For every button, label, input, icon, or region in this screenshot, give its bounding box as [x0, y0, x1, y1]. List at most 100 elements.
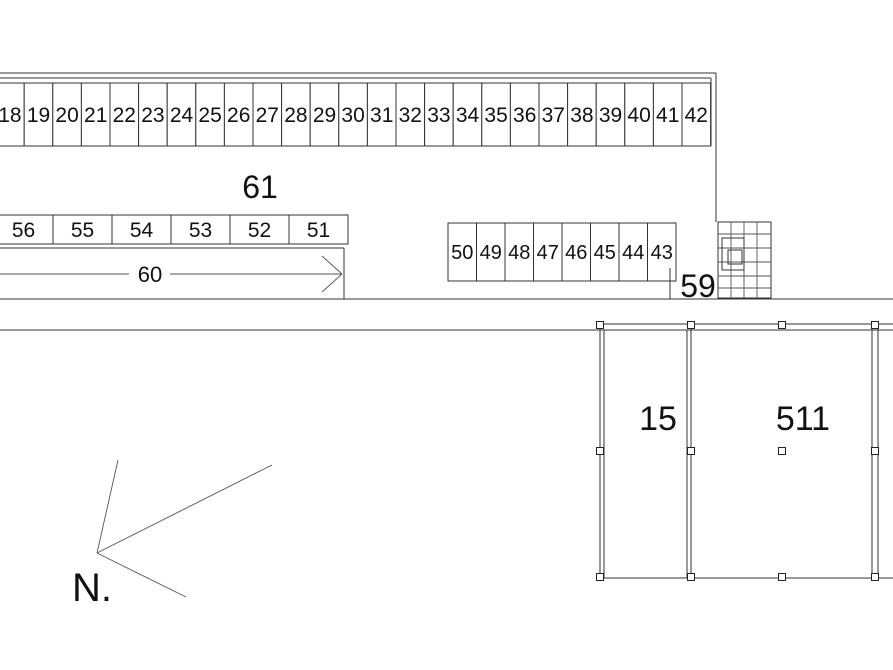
stall-29: 29 — [309, 82, 340, 147]
pier — [871, 573, 879, 581]
pier — [871, 447, 879, 455]
stall-33: 33 — [424, 82, 454, 147]
area-59-label: 59 — [680, 268, 716, 304]
stall-label: 42 — [685, 104, 708, 127]
stall-21: 21 — [80, 82, 111, 147]
building-outline — [0, 72, 893, 331]
stall-label: 32 — [399, 104, 422, 127]
stall-label: 20 — [55, 104, 78, 127]
stall-51: 51 — [288, 214, 349, 245]
stall-30: 30 — [338, 82, 368, 147]
stall-19: 19 — [23, 82, 54, 147]
stall-28: 28 — [281, 82, 311, 147]
middle-row-stalls: 56 55 54 53 52 51 — [0, 214, 349, 245]
stall-34: 34 — [452, 82, 483, 147]
stall-label: 54 — [130, 219, 154, 242]
stall-label: 47 — [537, 242, 559, 264]
stall-35: 35 — [481, 82, 511, 147]
stall-label: 40 — [627, 104, 650, 127]
stall-41: 41 — [652, 82, 683, 147]
pier — [778, 447, 786, 455]
stall-label: 48 — [508, 242, 530, 264]
stall-49: 49 — [476, 222, 506, 282]
stall-47: 47 — [533, 222, 563, 282]
stall-label: 51 — [307, 219, 330, 242]
north-arrow-icon — [96, 459, 273, 598]
stall-50: 50 — [447, 222, 477, 282]
pier — [687, 573, 695, 581]
stair-block — [669, 221, 772, 299]
stall-label: 44 — [622, 242, 644, 264]
stall-label: 30 — [341, 104, 364, 127]
stall-label: 55 — [71, 219, 94, 242]
stall-label: 53 — [189, 219, 212, 242]
pier — [687, 447, 695, 455]
stall-52: 52 — [229, 214, 290, 245]
stall-label: 45 — [594, 242, 616, 264]
pier — [596, 321, 604, 329]
stall-label: 46 — [565, 242, 587, 264]
stall-label: 28 — [284, 104, 307, 127]
stall-24: 24 — [166, 82, 197, 147]
stall-label: 36 — [513, 104, 536, 127]
stall-label: 38 — [570, 104, 593, 127]
stall-label: 52 — [248, 219, 271, 242]
stall-label: 31 — [370, 104, 393, 127]
stall-label: 27 — [256, 104, 279, 127]
stall-38: 38 — [567, 82, 597, 147]
stall-39: 39 — [595, 82, 626, 147]
stall-label: 34 — [456, 104, 480, 127]
lower-right-structure — [599, 323, 893, 579]
pier — [778, 321, 786, 329]
stall-43: 43 — [647, 222, 677, 282]
stall-56: 56 — [0, 214, 54, 245]
pier — [596, 573, 604, 581]
stall-label: 33 — [427, 104, 450, 127]
pier — [871, 321, 879, 329]
stall-26: 26 — [223, 82, 254, 147]
stall-27: 27 — [252, 82, 283, 147]
stall-label: 24 — [170, 104, 194, 127]
stall-label: 19 — [27, 104, 50, 127]
stall-label: 29 — [313, 104, 336, 127]
stall-40: 40 — [624, 82, 654, 147]
structural-piers — [596, 321, 879, 581]
stall-label: 56 — [12, 219, 35, 242]
stall-46: 46 — [561, 222, 591, 282]
stall-48: 48 — [504, 222, 534, 282]
pier — [778, 573, 786, 581]
stall-label: 22 — [113, 104, 136, 127]
stall-label: 49 — [480, 242, 502, 264]
stall-18: 18 — [0, 82, 25, 147]
stall-42: 42 — [681, 82, 712, 147]
area-15-label: 15 — [639, 400, 677, 438]
stall-44: 44 — [618, 222, 648, 282]
stall-32: 32 — [395, 82, 426, 147]
stall-label: 37 — [542, 104, 565, 127]
stall-label: 41 — [656, 104, 679, 127]
pier — [687, 321, 695, 329]
area-60-corridor: 60 — [0, 247, 345, 299]
stall-55: 55 — [52, 214, 113, 245]
stall-53: 53 — [170, 214, 231, 245]
area-511-label: 511 — [776, 400, 830, 438]
stall-label: 35 — [484, 104, 507, 127]
stall-label: 26 — [227, 104, 250, 127]
stall-31: 31 — [366, 82, 397, 147]
stall-54: 54 — [111, 214, 172, 245]
stall-label: 21 — [84, 104, 107, 127]
stall-label: 39 — [599, 104, 622, 127]
stall-label: 25 — [198, 104, 221, 127]
stall-22: 22 — [109, 82, 140, 147]
stall-label: 18 — [0, 104, 22, 127]
area-60-label: 60 — [138, 262, 162, 287]
stall-25: 25 — [195, 82, 225, 147]
stall-label: 50 — [451, 242, 473, 264]
stall-37: 37 — [538, 82, 569, 147]
stall-36: 36 — [509, 82, 540, 147]
stall-23: 23 — [138, 82, 168, 147]
compass-label: N. — [72, 566, 112, 610]
